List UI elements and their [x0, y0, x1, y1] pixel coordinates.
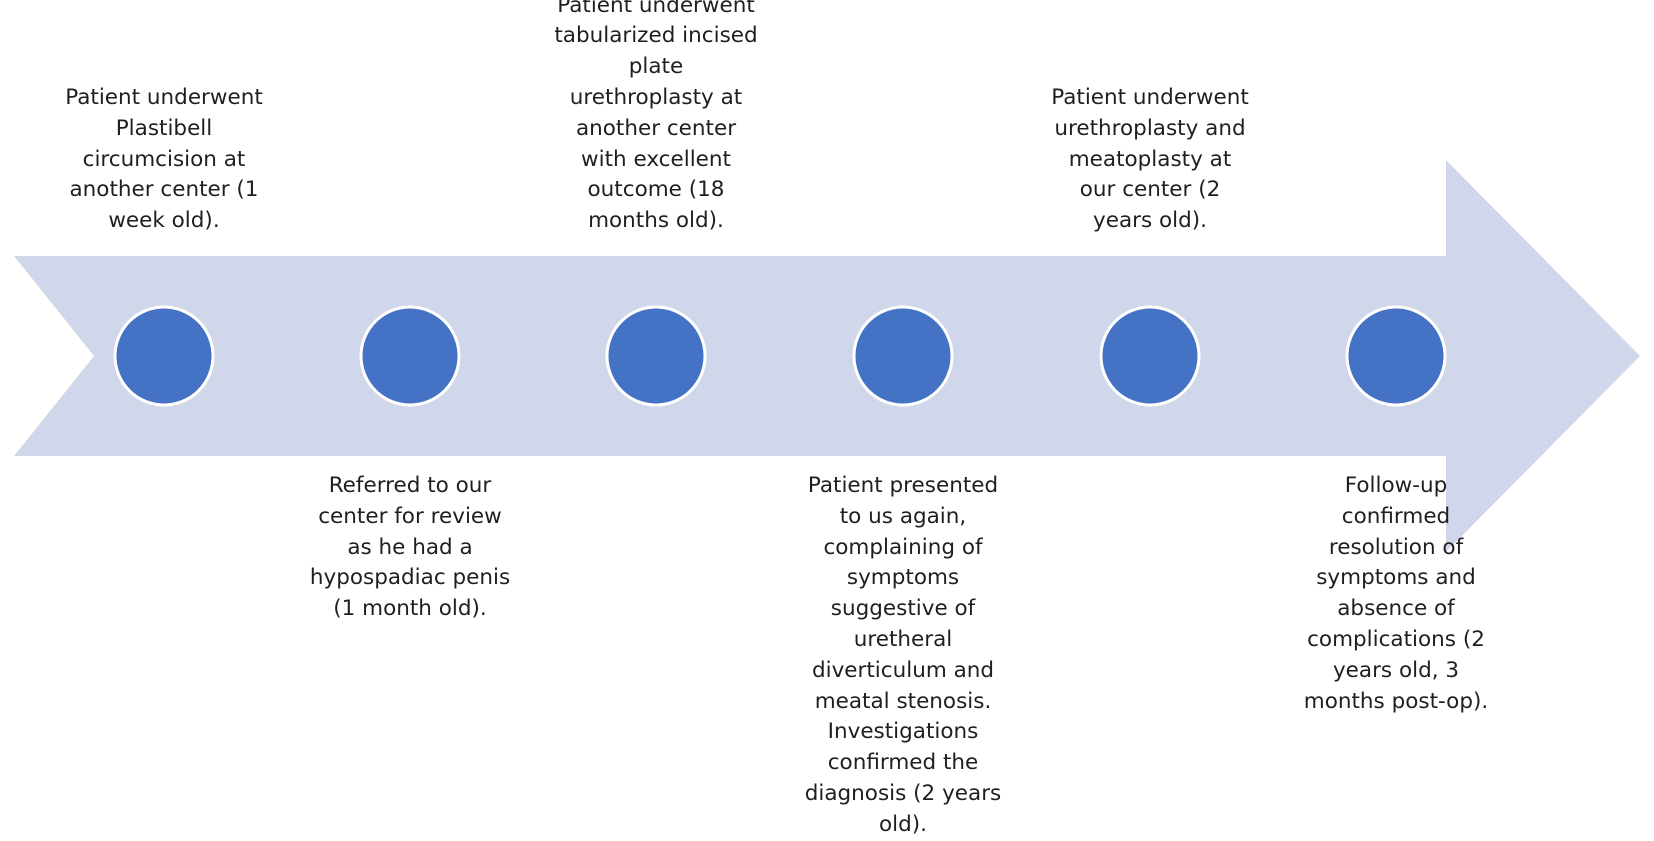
event-label-line: our center (2 [1079, 177, 1221, 203]
event-label-line: confirmed the [827, 750, 979, 776]
timeline-node-5 [1099, 305, 1201, 407]
event-label-line: urethroplasty and [1054, 115, 1246, 141]
event-label-line: Patient underwent [1051, 85, 1249, 110]
event-label-line: with excellent [581, 146, 731, 172]
event-label-line: Patient presented [807, 473, 999, 498]
event-label-line: months post-op). [1303, 688, 1489, 714]
event-label-line: as he had a [347, 534, 473, 560]
event-label-6: Follow-up confirmed resolution of symptoms … [1276, 471, 1516, 717]
event-label-3: Patient underwent tabularized incised plat… [536, 0, 776, 237]
event-label-line: symptoms and [1316, 565, 1476, 591]
event-label-line: diagnosis (2 years [804, 780, 1002, 806]
event-label-line: hypospadiac penis [309, 565, 511, 591]
event-label-line: Patient underwent [557, 0, 755, 18]
event-label-line: suggestive of [830, 596, 976, 622]
event-label-line: uretheral [853, 626, 953, 652]
event-label-line: urethroplasty at [569, 85, 743, 110]
event-label-line: (1 month old). [333, 596, 487, 622]
event-label-line: Patient underwent [65, 85, 263, 110]
event-label-line: months old). [588, 208, 724, 234]
event-label-4: Patient presented to us again, complaining… [783, 471, 1023, 841]
event-label-line: diverticulum and [811, 657, 995, 683]
event-label-line: complaining of [823, 534, 983, 560]
event-label-line: plate [628, 54, 684, 80]
event-label-line: circumcision at [82, 146, 246, 172]
event-label-line: meatal stenosis. [814, 688, 992, 714]
event-label-line: Plastibell [115, 115, 213, 141]
event-label-line: symptoms [846, 565, 960, 591]
event-label-line: outcome (18 [587, 177, 725, 203]
event-label-line: meatoplasty at [1068, 146, 1232, 172]
timeline-node-3 [605, 305, 707, 407]
event-label-2: Referred to our center for review as he ha… [290, 471, 530, 625]
event-label-line: years old). [1093, 208, 1207, 234]
event-label-line: confirmed [1341, 503, 1451, 529]
event-label-line: tabularized incised [554, 23, 758, 49]
event-label-line: center for review [318, 503, 502, 529]
event-label-line: absence of [1337, 596, 1455, 622]
event-label-line: old). [879, 811, 927, 837]
timeline-node-6 [1345, 305, 1447, 407]
timeline-node-4 [852, 305, 954, 407]
event-label-line: week old). [108, 208, 220, 234]
timeline-arrow [14, 160, 1640, 552]
event-label-line: Investigations [827, 719, 979, 745]
timeline-node-1 [113, 305, 215, 407]
event-label-line: another center (1 [69, 177, 259, 203]
timeline-node-2 [359, 305, 461, 407]
event-label-line: years old, 3 [1332, 657, 1460, 683]
event-label-line: resolution of [1328, 534, 1464, 560]
event-label-line: Referred to our [328, 473, 492, 498]
event-label-line: complications (2 [1307, 626, 1485, 652]
event-label-line: another center [575, 115, 737, 141]
event-label-line: to us again, [839, 503, 967, 529]
event-label-line: Follow-up [1344, 473, 1448, 498]
event-label-5: Patient underwent urethroplasty and meatop… [1030, 83, 1270, 237]
